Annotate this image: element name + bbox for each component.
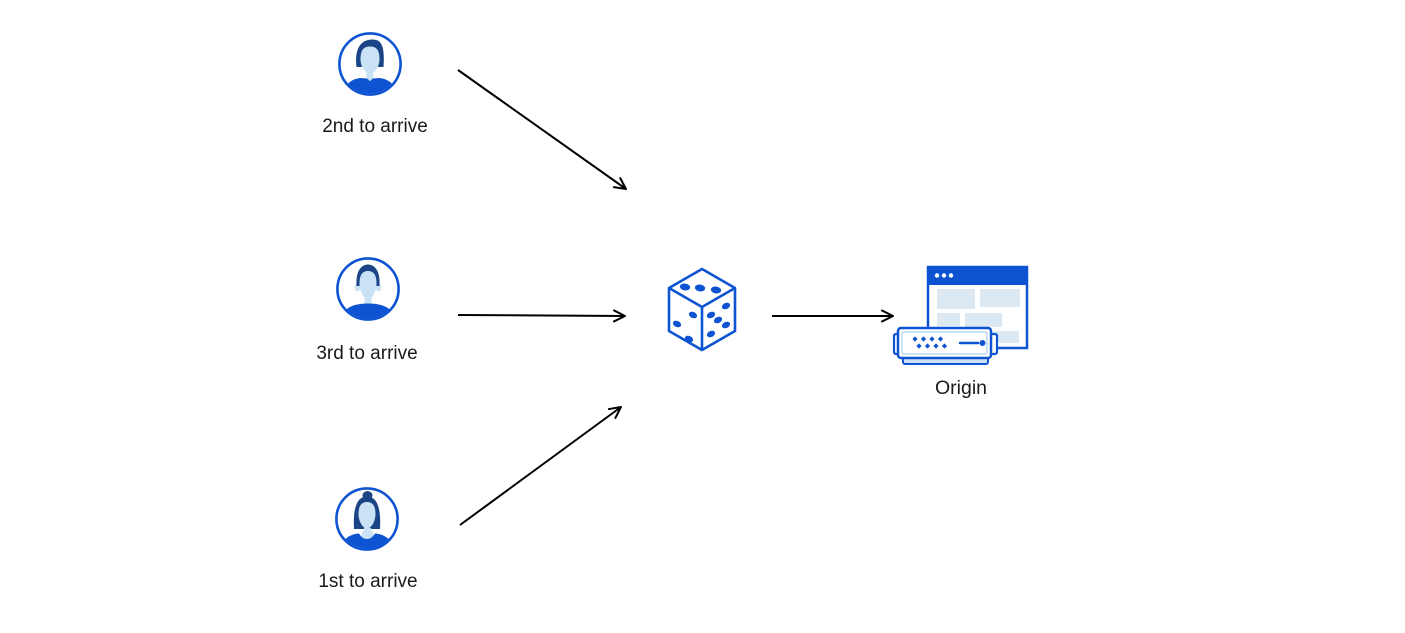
avatar-neck: [364, 298, 372, 305]
content-block: [937, 289, 975, 309]
dice-pip: [706, 330, 716, 338]
vent-diamond: [912, 336, 918, 342]
server-body-inset: [901, 331, 988, 355]
titlebar-dot: [941, 273, 947, 278]
avatar-ring: [336, 257, 400, 321]
dice-pips-top: [679, 283, 722, 294]
avatar-ring: [335, 487, 399, 551]
browser-titlebar: [927, 266, 1028, 285]
content-block: [965, 313, 1002, 327]
arrow-user2nd-to-dice: [457, 69, 627, 190]
node-user-3rd: [335, 256, 401, 322]
user-3rd-label: 3rd to arrive: [316, 343, 418, 364]
user-2nd-label: 2nd to arrive: [322, 116, 428, 137]
avatar-face: [360, 46, 380, 75]
origin-label: Origin: [934, 377, 988, 399]
origin-server-icon: [892, 265, 1029, 365]
dice-pips-left: [672, 311, 698, 343]
node-user-2nd: [337, 31, 403, 97]
node-origin: [891, 260, 1031, 366]
vent-diamond: [933, 343, 939, 349]
vent-diamond: [916, 343, 922, 349]
vent-diamond: [929, 336, 935, 342]
titlebar-dot: [934, 273, 940, 278]
dice-pip: [721, 302, 731, 310]
dice-pip: [713, 316, 723, 324]
content-block: [993, 331, 1019, 343]
avatar-female-bun-icon: [335, 487, 399, 551]
avatar-face: [359, 271, 377, 301]
arrow-user1st-to-dice: [459, 406, 622, 526]
dice-pip: [721, 321, 731, 329]
vent-diamond: [920, 336, 927, 342]
avatar-ring: [338, 32, 402, 96]
vent-diamond: [941, 343, 948, 349]
dice-pip: [679, 283, 691, 291]
avatar-chest: [361, 529, 374, 541]
server-vents: [912, 336, 948, 349]
server-led: [979, 340, 986, 346]
dice-pip: [710, 286, 722, 294]
avatar-male-quiff-icon: [338, 32, 402, 96]
dice-pip: [684, 335, 694, 343]
arrow-user3rd-to-dice: [457, 309, 626, 323]
content-block: [937, 313, 960, 326]
browser-content-blocks: [937, 289, 1020, 343]
dice-pip: [706, 311, 716, 319]
user-1st-label: 1st to arrive: [318, 571, 418, 592]
titlebar-dot: [948, 273, 954, 278]
content-block: [980, 289, 1020, 307]
dice-icon: [667, 267, 737, 352]
node-dice: [666, 265, 738, 355]
avatar-face: [358, 502, 376, 530]
vent-diamond: [937, 336, 944, 342]
dice-pips-right: [706, 302, 731, 338]
dice-cube-edges: [668, 286, 736, 350]
dice-pip: [694, 284, 706, 292]
vent-diamond: [924, 343, 931, 349]
avatar-male-crew-icon: [336, 257, 400, 321]
dice-pip: [688, 311, 698, 319]
server-body: [896, 326, 993, 360]
node-user-1st: [334, 486, 400, 552]
avatar-neck: [366, 72, 374, 80]
dice-pip: [672, 320, 682, 328]
browser-titlebar-dots: [934, 273, 954, 278]
